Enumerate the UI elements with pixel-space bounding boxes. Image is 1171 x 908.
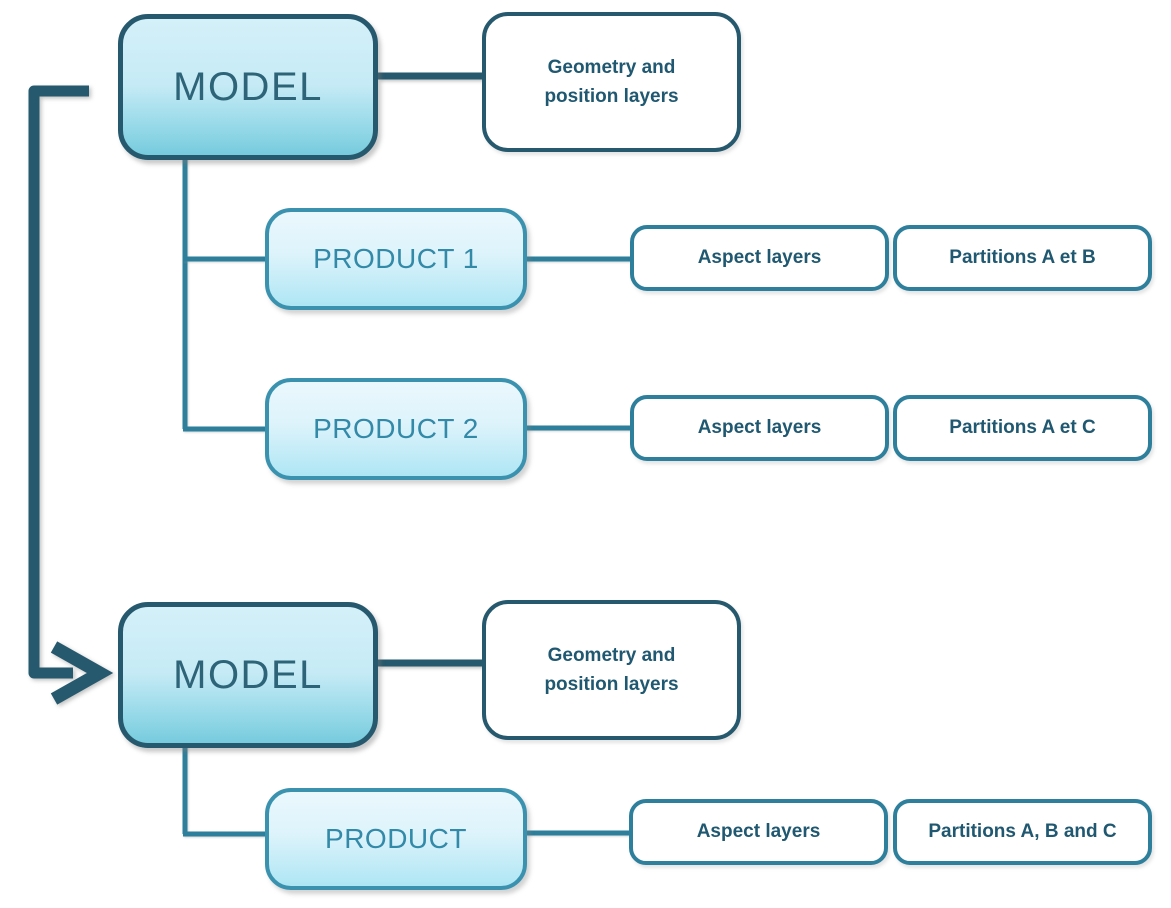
node-aspect-layers-3: Aspect layers [629, 799, 888, 865]
node-geometry-layers-top-label: Geometry and position layers [544, 56, 679, 107]
node-model-bottom-label: MODEL [173, 652, 323, 697]
node-product-1: PRODUCT 1 [265, 208, 527, 310]
node-geometry-layers-bottom-label: Geometry and position layers [544, 644, 679, 695]
node-product-merged: PRODUCT [265, 788, 527, 890]
node-product-2-label: PRODUCT 2 [313, 413, 479, 444]
node-model-top-label: MODEL [173, 64, 323, 109]
node-aspect-layers-1-label: Aspect layers [697, 247, 822, 268]
node-partitions-a-c-label: Partitions A et C [949, 417, 1096, 438]
node-partitions-a-b-label: Partitions A et B [949, 247, 1096, 268]
node-partitions-a-c: Partitions A et C [893, 395, 1152, 461]
node-aspect-layers-2-label: Aspect layers [697, 417, 822, 438]
node-product-2: PRODUCT 2 [265, 378, 527, 480]
merge-arrow-head-icon [50, 641, 114, 705]
node-aspect-layers-3-label: Aspect layers [696, 821, 821, 842]
node-model-top: MODEL [118, 14, 378, 160]
node-aspect-layers-1: Aspect layers [630, 225, 889, 291]
node-model-bottom: MODEL [118, 602, 378, 748]
node-product-1-label: PRODUCT 1 [313, 243, 479, 274]
node-geometry-layers-top: Geometry and position layers [482, 12, 741, 152]
node-aspect-layers-2: Aspect layers [630, 395, 889, 461]
merge-arrow-shaft [28, 85, 89, 679]
node-geometry-layers-bottom: Geometry and position layers [482, 600, 741, 740]
node-product-merged-label: PRODUCT [325, 823, 467, 854]
node-partitions-a-b-c-label: Partitions A, B and C [928, 821, 1117, 842]
node-partitions-a-b: Partitions A et B [893, 225, 1152, 291]
node-partitions-a-b-c: Partitions A, B and C [893, 799, 1152, 865]
